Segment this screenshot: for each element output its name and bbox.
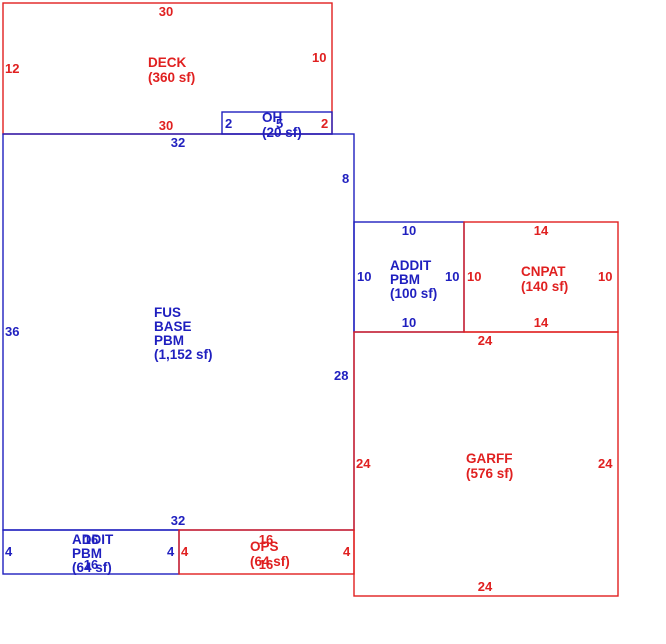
dim-addit-b-top: 16 [84, 532, 98, 547]
dim-base-bottom: 32 [171, 513, 185, 528]
dim-garff-left: 24 [356, 456, 371, 471]
dim-deck-top: 30 [159, 4, 173, 19]
dim-cnpat-bottom: 14 [534, 315, 549, 330]
dim-deck-right: 10 [312, 50, 326, 65]
dim-base-left: 36 [5, 324, 19, 339]
dim-base-right-upper: 8 [342, 171, 349, 186]
dim-cnpat-right: 10 [598, 269, 612, 284]
ops-label: OPS (64 sf) [250, 539, 290, 569]
dim-addit-b-bottom: 16 [84, 557, 98, 572]
dim-garff-right: 24 [598, 456, 613, 471]
addit-right-label: ADDIT PBM (100 sf) [390, 258, 437, 301]
dim-cnpat-left: 10 [467, 269, 481, 284]
garff-outline [353, 331, 619, 597]
dim-ops-top: 16 [259, 532, 273, 547]
dim-deck-left: 12 [5, 61, 19, 76]
base-label: FUS BASE PBM (1,152 sf) [154, 305, 213, 362]
dim-garff-top: 24 [478, 333, 493, 348]
dim-addit-r-right: 10 [445, 269, 459, 284]
dim-addit-r-top: 10 [402, 223, 416, 238]
dim-base-right-lower: 28 [334, 368, 348, 383]
dim-addit-r-bottom: 10 [402, 315, 416, 330]
dim-base-top: 32 [171, 135, 185, 150]
dim-ops-right: 4 [343, 544, 351, 559]
dim-oh-mid: 5 [276, 116, 283, 131]
dim-addit-b-right: 4 [167, 544, 175, 559]
dim-cnpat-top: 14 [534, 223, 549, 238]
dim-garff-bottom: 24 [478, 579, 493, 594]
oh-label: OH (20 sf) [262, 110, 302, 140]
dim-oh-right: 2 [321, 116, 328, 131]
dim-addit-r-left: 10 [357, 269, 371, 284]
cnpat-label: CNPAT (140 sf) [521, 264, 569, 294]
dim-ops-bottom: 16 [259, 557, 273, 572]
addit-bottom-label: ADDIT PBM (64 sf) [72, 532, 117, 575]
dim-addit-b-left: 4 [5, 544, 13, 559]
dim-ops-left: 4 [181, 544, 189, 559]
dim-oh-left: 2 [225, 116, 232, 131]
deck-label: DECK (360 sf) [148, 55, 195, 85]
ops-outline [178, 529, 355, 575]
dim-deck-bottom: 30 [159, 118, 173, 133]
garff-label: GARFF (576 sf) [466, 451, 516, 481]
